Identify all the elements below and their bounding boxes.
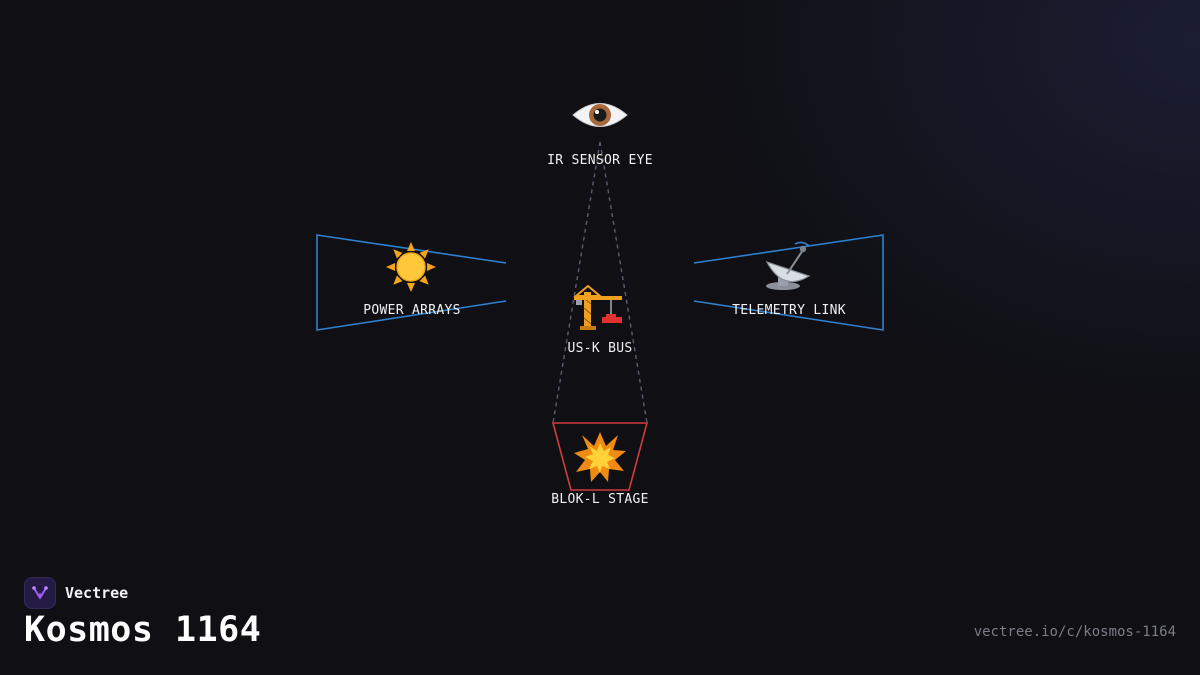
blok-l-stage-outline: [551, 422, 649, 491]
satellite-dish-icon: [765, 241, 811, 290]
connector-left: [552, 141, 601, 424]
ir-sensor-eye-label: IR SENSOR EYE: [547, 153, 653, 168]
explosion-icon: [574, 432, 626, 482]
brand-name: Vectree: [65, 584, 129, 602]
eye-icon: [572, 103, 628, 127]
sun-icon: [386, 242, 436, 292]
telemetry-link-label: TELEMETRY LINK: [732, 303, 846, 318]
blok-l-stage-label: BLOK-L STAGE: [551, 492, 649, 507]
power-arrays-label: POWER ARRAYS: [363, 303, 461, 318]
page-url: vectree.io/c/kosmos-1164: [973, 624, 1176, 640]
construction-crane-icon: [573, 284, 622, 330]
vectree-logo-icon: [24, 577, 56, 609]
brand: Vectree: [24, 577, 128, 609]
connector-right: [599, 141, 648, 424]
us-k-bus-label: US-K BUS: [567, 341, 633, 356]
page-title: Kosmos 1164: [24, 610, 262, 650]
telemetry-link-panel-outline: [693, 234, 884, 331]
